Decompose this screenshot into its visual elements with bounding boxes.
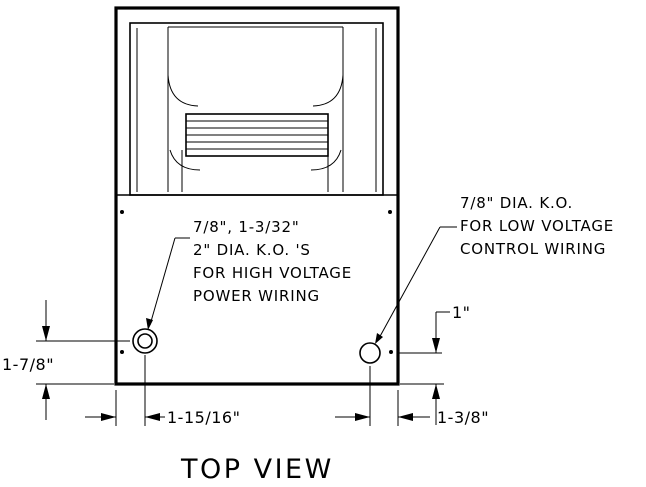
screw-icon [388,210,392,214]
low-voltage-note-line-3: CONTROL WIRING [460,240,606,258]
dimension-right-offset [335,366,430,426]
dimension-height-left-label: 1-7/8" [2,355,54,374]
high-voltage-note-line-1: 7/8", 1-3/32" [193,218,300,236]
high-voltage-note-line-3: FOR HIGH VOLTAGE [193,264,352,282]
dimension-height-right [397,311,450,425]
dimension-height-right-label: 1" [452,303,471,322]
screw-icon [120,350,124,354]
low-voltage-note-line-2: FOR LOW VOLTAGE [460,217,614,235]
dimension-right-offset-label: 1-3/8" [437,408,489,427]
unit-cabinet [114,6,400,386]
low-voltage-knockout [359,342,381,364]
leader-lines [146,226,457,344]
dimension-height-left [36,300,130,420]
blower-grille [185,113,329,157]
high-voltage-knockout [132,328,158,354]
dimension-left-offset-label: 1-15/16" [167,408,240,427]
screw-icon [389,350,393,354]
dimension-left-offset [85,355,165,426]
high-voltage-note-line-4: POWER WIRING [193,287,320,305]
blower-housing [136,26,377,192]
view-title: TOP VIEW [180,454,334,485]
high-voltage-note-line-2: 2" DIA. K.O. 'S [193,241,311,259]
screw-icon [120,210,124,214]
low-voltage-note-line-1: 7/8" DIA. K.O. [460,194,573,212]
